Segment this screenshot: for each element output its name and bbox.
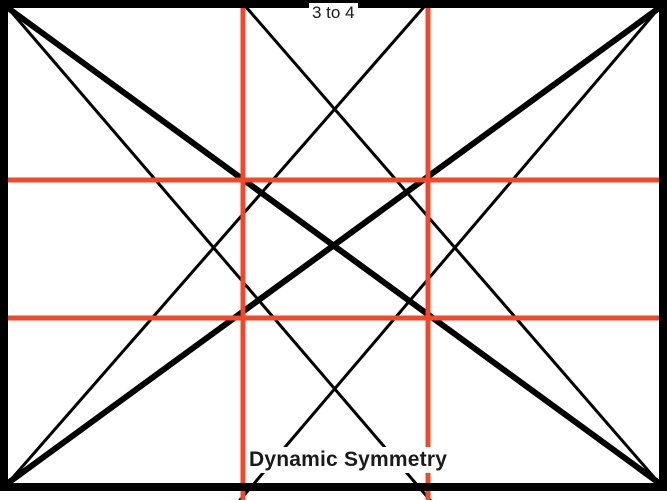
reciprocal-br-top [238,0,662,486]
reciprocal-bl-top [5,0,432,486]
major-diagonal-bl-tr [3,3,664,488]
reciprocal-tr-bottom [238,5,662,500]
reciprocal-tl-bottom [5,5,432,500]
major-diagonals-group [3,3,664,488]
reciprocal-diagonals-group [5,0,662,500]
